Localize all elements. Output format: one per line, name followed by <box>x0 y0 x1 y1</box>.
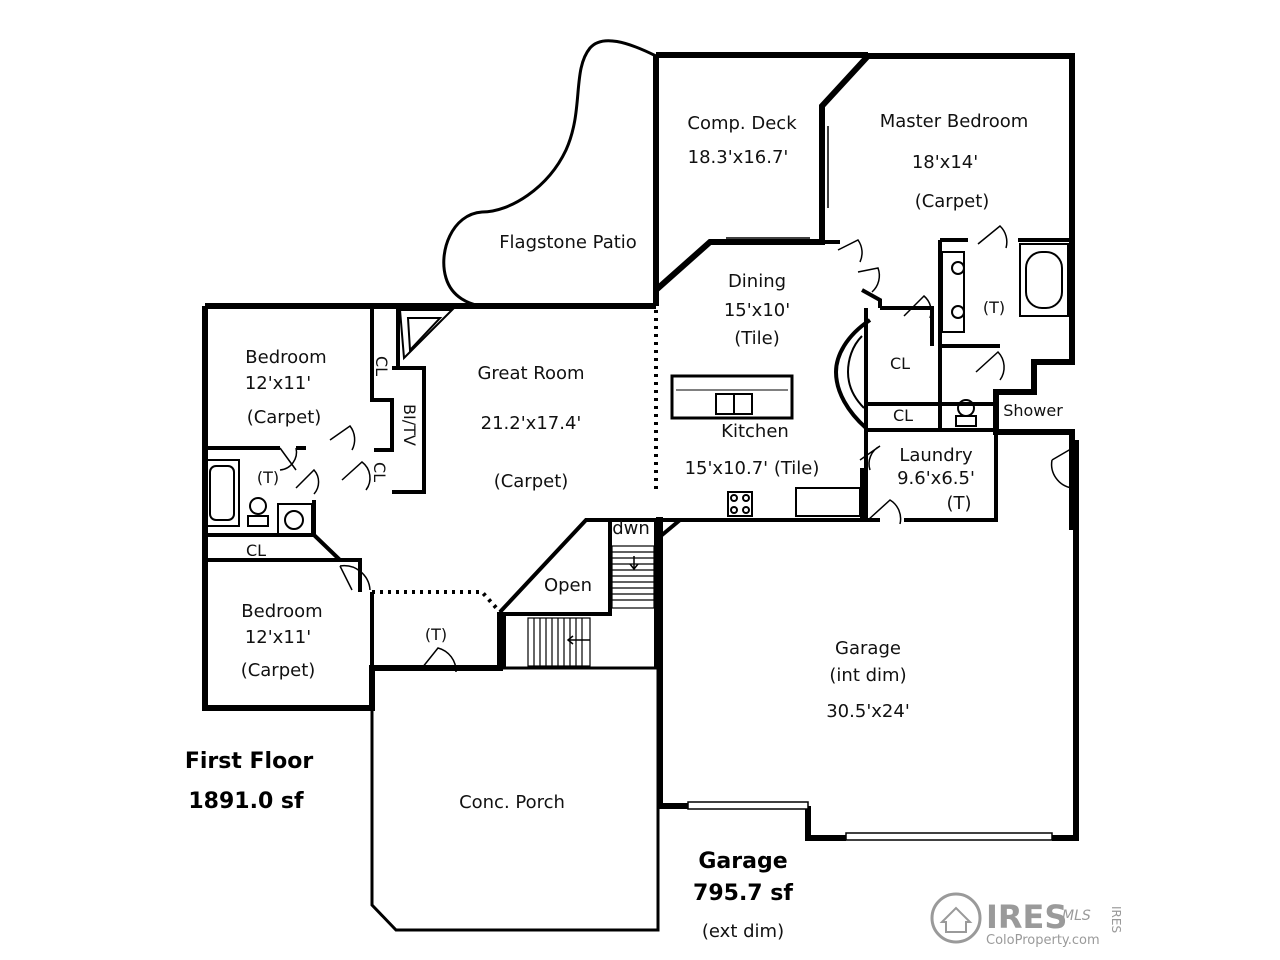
garage-title: Garage <box>698 849 787 874</box>
first-floor-title: First Floor <box>185 749 313 774</box>
stairs-down-label: dwn <box>612 518 650 539</box>
master-bedroom-dims: 18'x14' <box>912 152 978 173</box>
closet-label-hall: CL <box>370 462 389 482</box>
dining-floor: (Tile) <box>734 328 780 349</box>
bedroom-1-dims: 12'x11' <box>245 373 311 394</box>
conc-porch-name: Conc. Porch <box>459 792 565 813</box>
dining-dims: 15'x10' <box>724 300 790 321</box>
laundry-dims: 9.6'x6.5' <box>897 468 975 489</box>
door-swings <box>279 225 1077 673</box>
bedroom-1-name: Bedroom <box>245 347 326 368</box>
garage-note: (ext dim) <box>702 921 784 942</box>
tile-label-master-bath: (T) <box>983 298 1005 317</box>
kitchen-fixtures <box>670 374 861 517</box>
tile-label-entry: (T) <box>425 625 447 644</box>
tile-label-bath: (T) <box>257 468 279 487</box>
laundry-name: Laundry <box>899 445 973 466</box>
garage-dims: 30.5'x24' <box>826 701 910 722</box>
shower-label: Shower <box>1003 401 1063 420</box>
bi-tv-label: BI/TV <box>400 404 419 446</box>
watermark-site: ColoProperty.com <box>986 933 1100 948</box>
comp-deck-dims: 18.3'x16.7' <box>688 147 789 168</box>
ires-watermark: IRES MLS ColoProperty.com IRES <box>930 892 1123 948</box>
watermark-brand: IRES <box>986 898 1067 936</box>
stair-arrow-icon <box>566 556 639 645</box>
comp-deck-name: Comp. Deck <box>687 113 797 134</box>
kitchen-name: Kitchen <box>721 421 789 442</box>
watermark-side: IRES <box>1109 906 1123 933</box>
closet-label-laundry: CL <box>893 406 913 425</box>
bedroom-2-floor: (Carpet) <box>241 660 316 681</box>
great-room-dims: 21.2'x17.4' <box>481 413 582 434</box>
garage-sub: (int dim) <box>829 665 906 686</box>
watermark-mls: MLS <box>1062 908 1091 924</box>
dining-name: Dining <box>728 271 786 292</box>
closet-label-master: CL <box>890 354 910 373</box>
laundry-floor: (T) <box>946 493 971 514</box>
closet-label-bedroom: CL <box>372 356 391 376</box>
open-label: Open <box>544 575 592 596</box>
room-labels: Comp. Deck 18.3'x16.7' Master Bedroom 18… <box>241 111 1064 813</box>
interior-walls <box>203 238 1072 668</box>
great-room-floor: (Carpet) <box>494 471 569 492</box>
corner-fireplace <box>398 309 455 361</box>
open-partitions <box>372 310 658 614</box>
house-icon <box>939 906 973 933</box>
bath-fixtures <box>204 243 1069 535</box>
windows <box>687 126 1053 841</box>
great-room-name: Great Room <box>477 363 584 384</box>
master-bedroom-floor: (Carpet) <box>915 191 990 212</box>
garage-name: Garage <box>835 638 901 659</box>
kitchen-dims: 15'x10.7' (Tile) <box>685 458 820 479</box>
garage-area: 795.7 sf <box>693 881 793 906</box>
bedroom-2-name: Bedroom <box>241 601 322 622</box>
stairs <box>527 545 655 667</box>
exterior-walls <box>202 52 1079 932</box>
patio-outline <box>442 39 657 308</box>
first-floor-area: 1891.0 sf <box>188 789 304 814</box>
area-summary: First Floor 1891.0 sf Garage 795.7 sf (e… <box>185 749 794 942</box>
bedroom-1-floor: (Carpet) <box>247 407 322 428</box>
bedroom-2-dims: 12'x11' <box>245 627 311 648</box>
master-bedroom-name: Master Bedroom <box>880 111 1029 132</box>
flagstone-patio-name: Flagstone Patio <box>499 232 637 253</box>
closet-label-bath: CL <box>246 541 266 560</box>
